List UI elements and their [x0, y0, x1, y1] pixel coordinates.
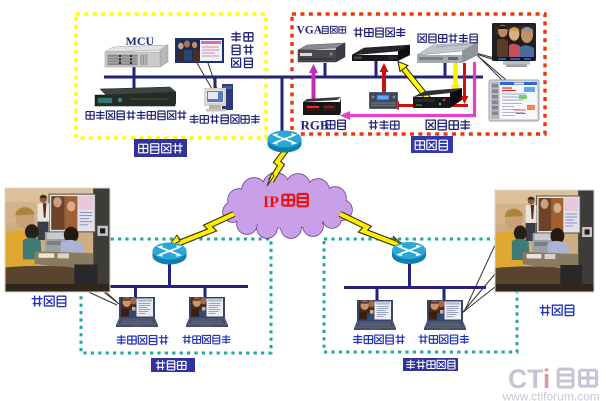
svg-text:VGA: VGA — [297, 25, 323, 37]
svg-text:CTi: CTi — [508, 364, 550, 394]
svg-text:www.ctiforum.com: www.ctiforum.com — [502, 390, 600, 401]
svg-text:IP: IP — [263, 194, 279, 211]
svg-text:RGB: RGB — [301, 118, 330, 133]
svg-text:MCU: MCU — [126, 34, 155, 48]
